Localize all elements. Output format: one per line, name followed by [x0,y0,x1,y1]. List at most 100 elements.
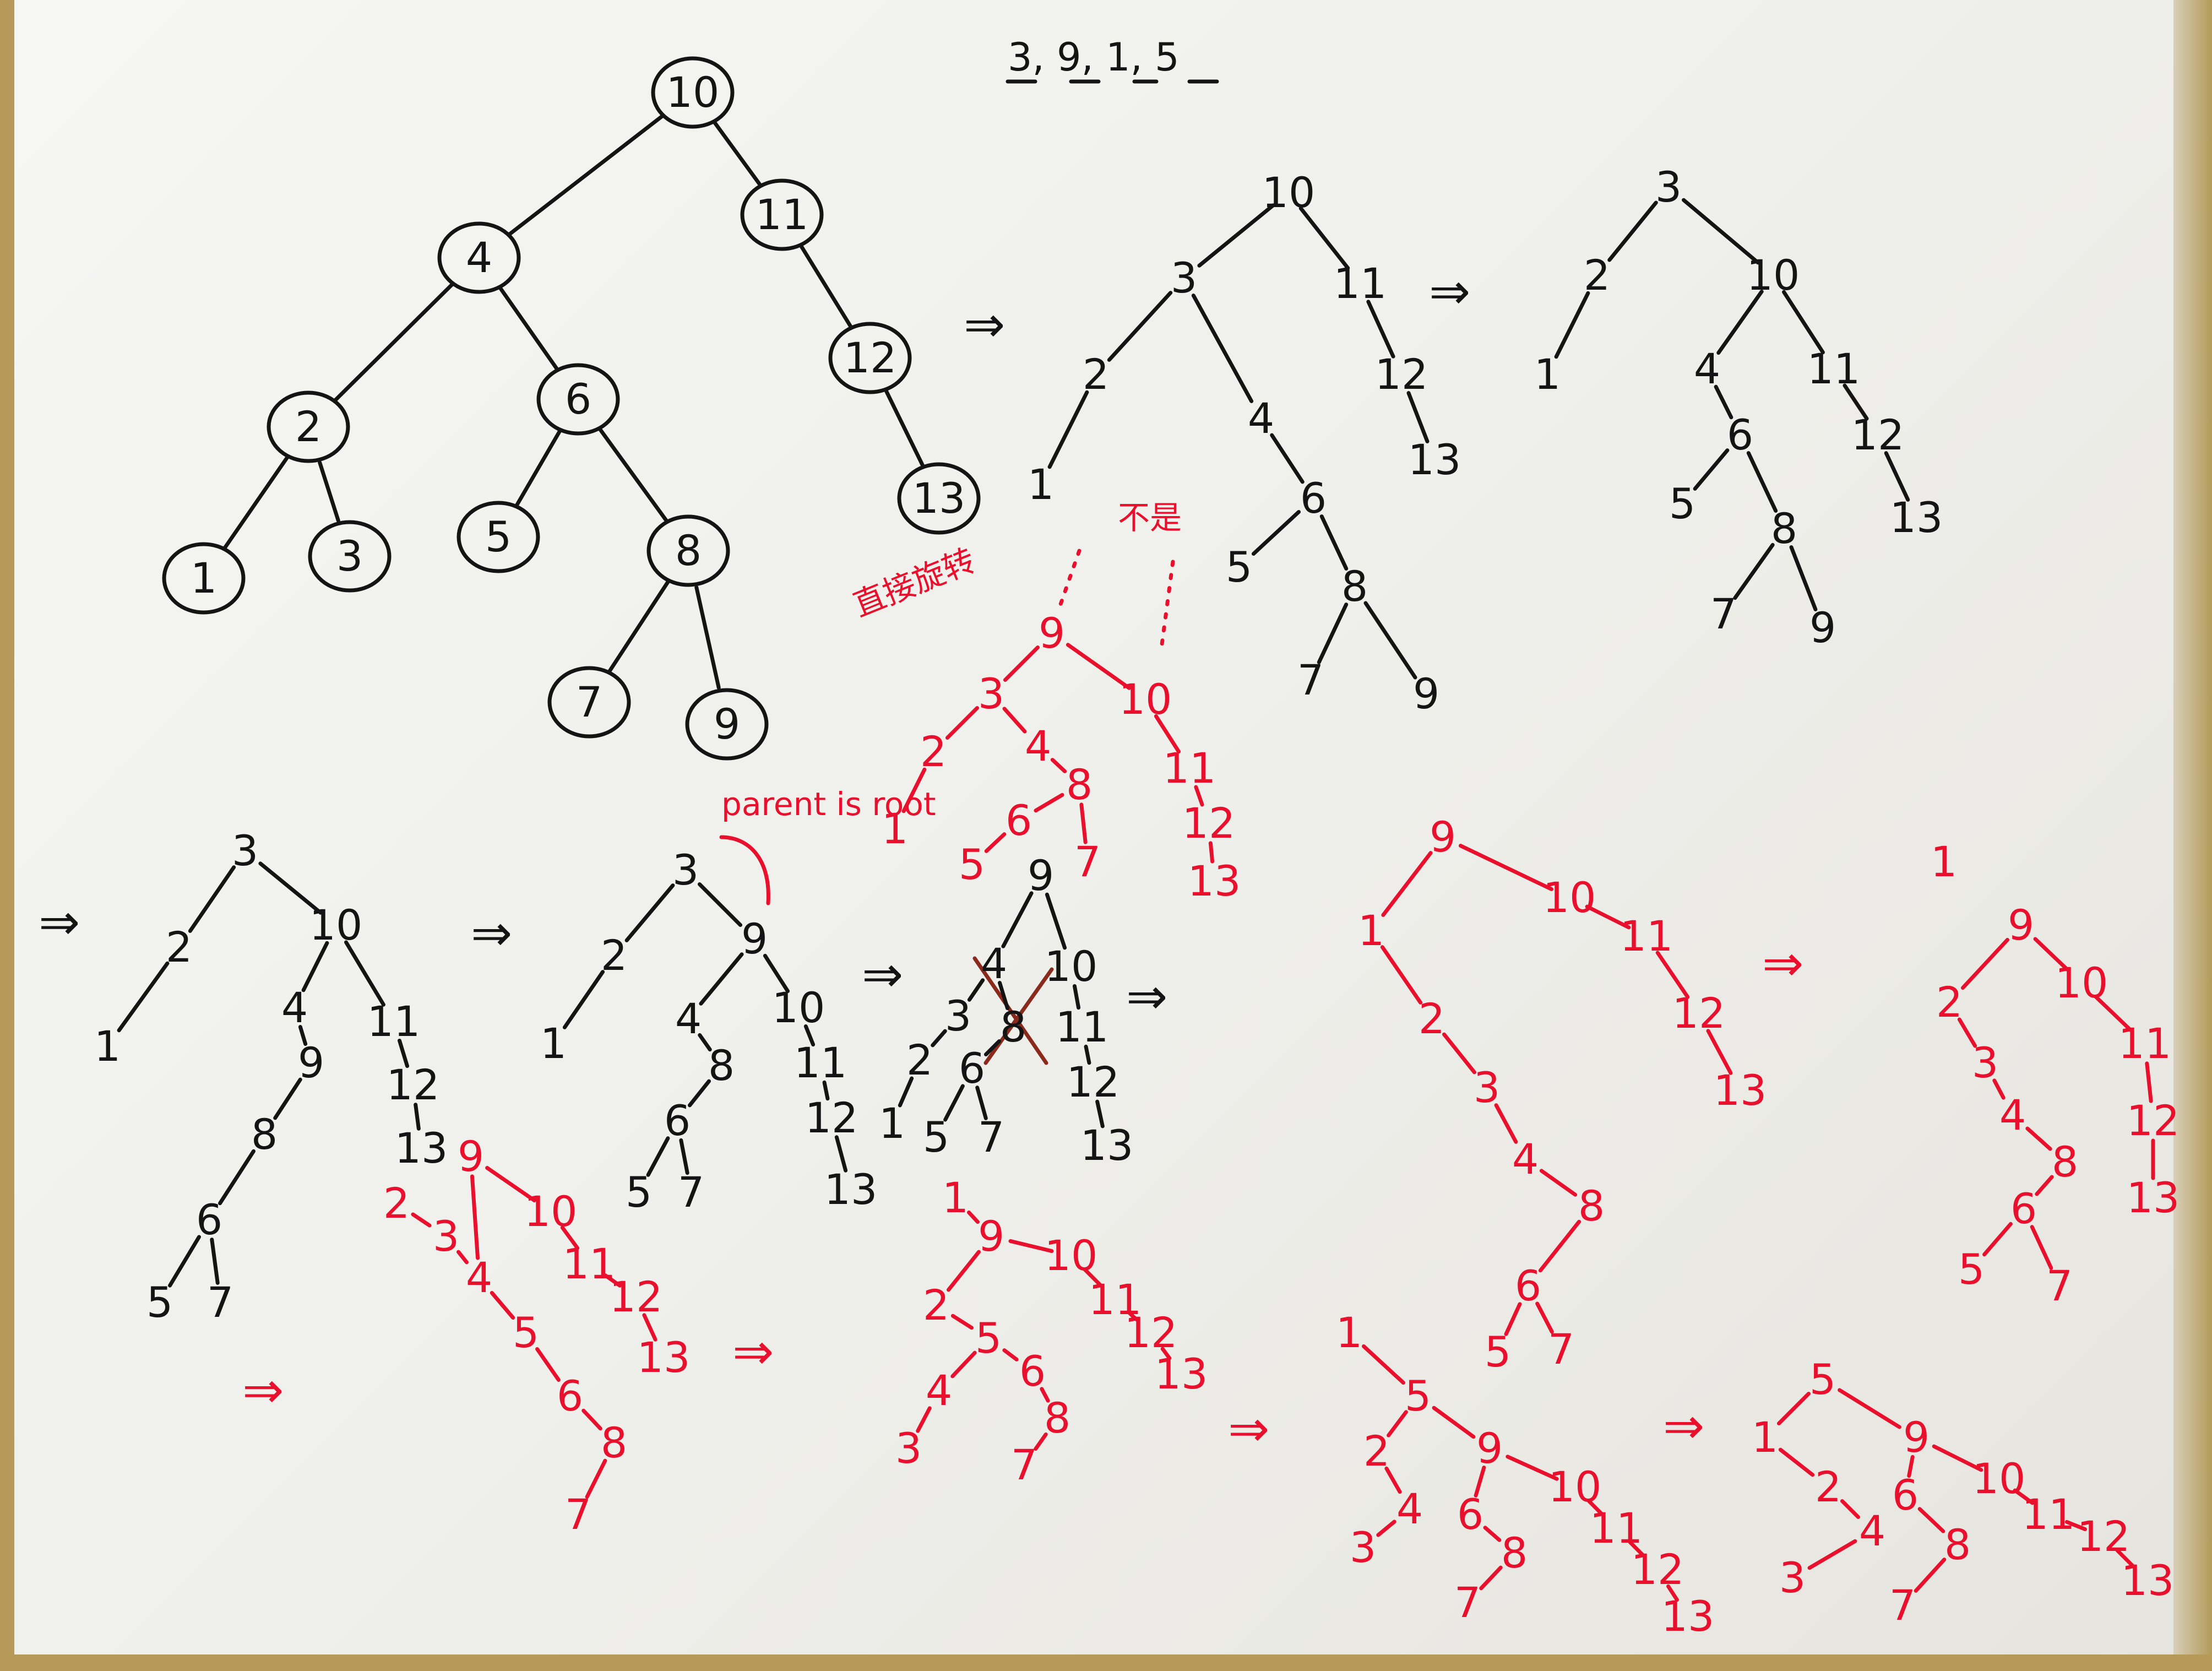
edge-n2-n3 [318,460,340,523]
node-label-g5: 5 [923,1113,949,1162]
node-label-n2: 2 [295,402,322,451]
node-label-f11: 11 [794,1038,847,1087]
node-label-f4: 4 [675,994,702,1043]
edge-h11-h12 [1127,1311,1139,1322]
edge-g4-g3 [967,978,985,1002]
node-label-g8: 8 [1000,1002,1026,1051]
edge-d3-d2 [188,865,236,933]
node-label-i5: 5 [1485,1327,1511,1376]
node-label-n6: 6 [565,375,591,424]
node-label-c7: 7 [1074,837,1101,886]
node-label-k2: 2 [1363,1426,1390,1475]
node-label-f2: 2 [601,931,627,980]
edge-d8-d6 [218,1149,256,1206]
edge-k11-k12 [1628,1540,1646,1558]
edge-e2-e3 [411,1212,432,1228]
edge-f3-f2 [624,883,675,942]
node-label-a8: 8 [1341,562,1368,611]
node-label-e4: 4 [466,1253,492,1302]
node-label-i3: 3 [1474,1063,1500,1112]
board-frame-right [2173,0,2212,1671]
edge-j2-j3 [1957,1017,1977,1048]
node-label-c9: 9 [1039,609,1065,658]
edge-d11-d12 [397,1038,410,1068]
edge-f2-f1 [562,970,605,1029]
edge-h10-h11 [1083,1267,1104,1288]
node-label-n12: 12 [844,333,897,382]
edge-g6-g5 [943,1084,965,1122]
node-label-i11: 11 [1620,912,1673,961]
node-label-b6: 6 [1727,410,1753,459]
node-label-c6: 6 [1006,796,1032,845]
edge-f3-f9 [697,882,743,927]
transform-arrow-ar6: ⇒ [1126,968,1167,1026]
node-label-h10: 10 [1045,1231,1098,1280]
edge-d2-d1 [117,961,170,1033]
edge-c8-c7 [1079,802,1088,844]
edge-a12-a13 [1406,391,1430,443]
edge-l12-l13 [2115,1548,2136,1569]
edge-d9-d8 [273,1077,302,1120]
node-label-e8: 8 [601,1418,627,1467]
node-label-j4: 4 [1999,1091,2026,1140]
node-label-j1: 1 [1931,837,1957,886]
edge-f4-f8 [698,1033,712,1052]
node-label-c10: 10 [1119,675,1172,724]
edge-h9-h2 [946,1250,981,1292]
edge-c8-c6 [1034,793,1064,813]
edge-a6-a8 [1319,514,1349,571]
edge-a10-a11 [1298,206,1350,270]
edge-l10-l11 [2013,1488,2035,1505]
transform-arrow-ar10: ⇒ [1228,1400,1269,1458]
edge-b3-b2 [1607,200,1658,262]
node-label-d3: 3 [232,826,258,875]
node-label-d11: 11 [367,997,421,1046]
edge-c3-c4 [1002,707,1027,734]
node-circle-n13 [897,462,981,535]
node-circle-n7 [547,666,631,739]
edge-f11-f12 [822,1080,830,1101]
transform-arrow-ar2: ⇒ [1429,263,1470,321]
node-label-d8: 8 [251,1110,278,1159]
node-label-g4: 4 [981,939,1007,988]
node-label-g12: 12 [1067,1057,1120,1106]
edge-d4-d9 [298,1024,308,1046]
edge-n2-n1 [223,455,289,550]
node-label-d1: 1 [94,1022,121,1071]
node-label-e11: 11 [563,1239,616,1288]
edge-a2-a1 [1047,390,1089,469]
node-label-l5: 5 [1809,1355,1836,1404]
edge-g9-g10 [1045,892,1067,950]
edge-k9-k6 [1474,1466,1486,1498]
edge-c6-c5 [984,832,1007,853]
edge-n10-n11 [713,121,762,187]
transform-arrow-ar7: ⇒ [1762,935,1803,992]
node-label-f13: 13 [824,1165,878,1214]
edge-n12-n13 [884,389,925,467]
node-label-i13: 13 [1714,1066,1767,1115]
node-label-g13: 13 [1080,1121,1134,1170]
node-label-a2: 2 [1083,350,1109,399]
edge-e5-e6 [535,1347,561,1382]
edge-k1-k5 [1361,1344,1406,1385]
edge-c11-c12 [1194,785,1204,807]
edge-i1-i2 [1380,945,1423,1005]
node-label-k1: 1 [1336,1308,1362,1357]
node-label-d5: 5 [146,1278,173,1327]
node-label-f7: 7 [678,1168,704,1217]
edge-j8-j6 [2035,1175,2054,1196]
edge-f9-f4 [699,952,744,1006]
edge-i6-i5 [1504,1302,1522,1336]
node-label-l7: 7 [1889,1581,1916,1630]
node-label-d9: 9 [298,1038,324,1087]
node-label-b12: 12 [1851,410,1905,459]
edge-e8-e7 [585,1458,607,1499]
dotted-hint-right [1160,560,1175,647]
